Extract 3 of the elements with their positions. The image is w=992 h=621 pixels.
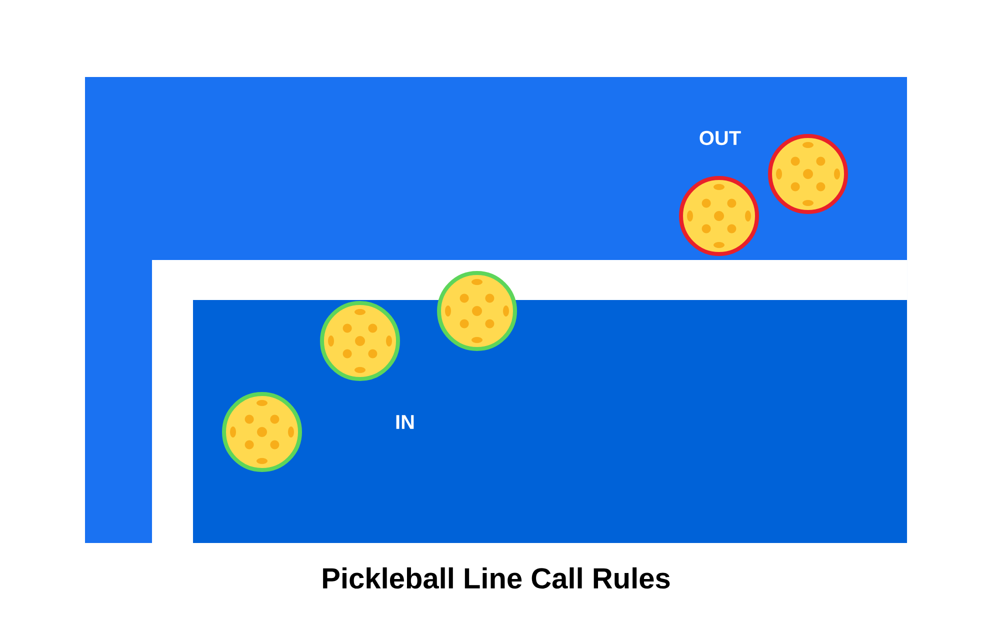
zone-label: OUT bbox=[700, 130, 741, 146]
caption: Pickleball Line Call Rules bbox=[323, 567, 670, 589]
zone-label: IN bbox=[396, 415, 414, 429]
